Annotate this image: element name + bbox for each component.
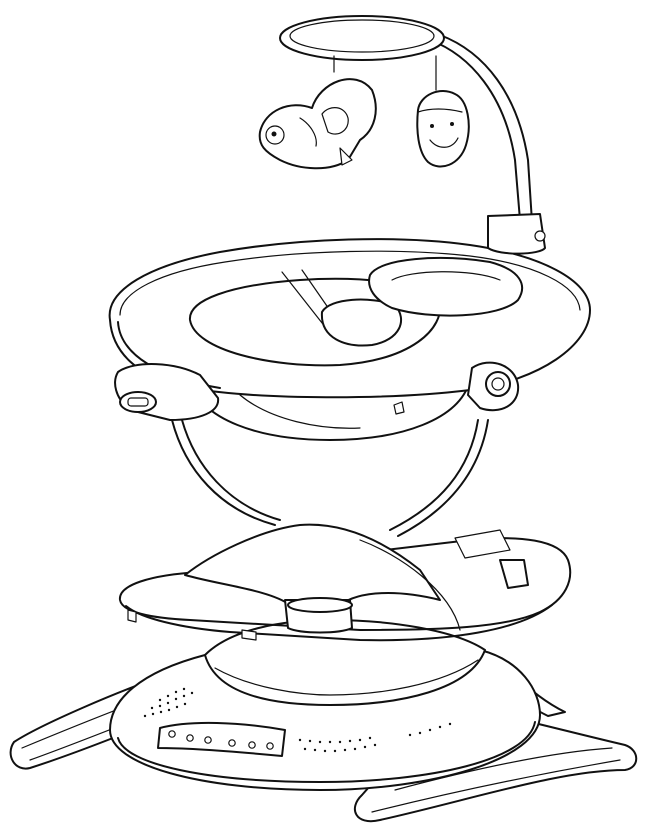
control-button[interactable] [248, 741, 256, 749]
support-arms [171, 419, 489, 631]
lower-frame-ring [118, 529, 572, 642]
control-button[interactable] [186, 734, 194, 742]
speaker-grill-right [298, 722, 452, 753]
control-button[interactable] [266, 742, 274, 750]
mobile-ring [279, 15, 445, 91]
center-pedestal [184, 523, 441, 634]
control-panel [157, 721, 286, 757]
control-button[interactable] [204, 736, 212, 744]
fish-toy [258, 78, 377, 170]
right-pivot-hub [393, 361, 520, 415]
speaker-grill-left [143, 687, 194, 718]
seat-pad [188, 257, 523, 367]
base-dome [109, 619, 541, 791]
smiling-pod-toy [416, 90, 470, 168]
control-button[interactable] [228, 739, 236, 747]
mobile-arm [429, 34, 546, 255]
left-side-bolster [114, 363, 220, 421]
control-button[interactable] [168, 730, 176, 738]
